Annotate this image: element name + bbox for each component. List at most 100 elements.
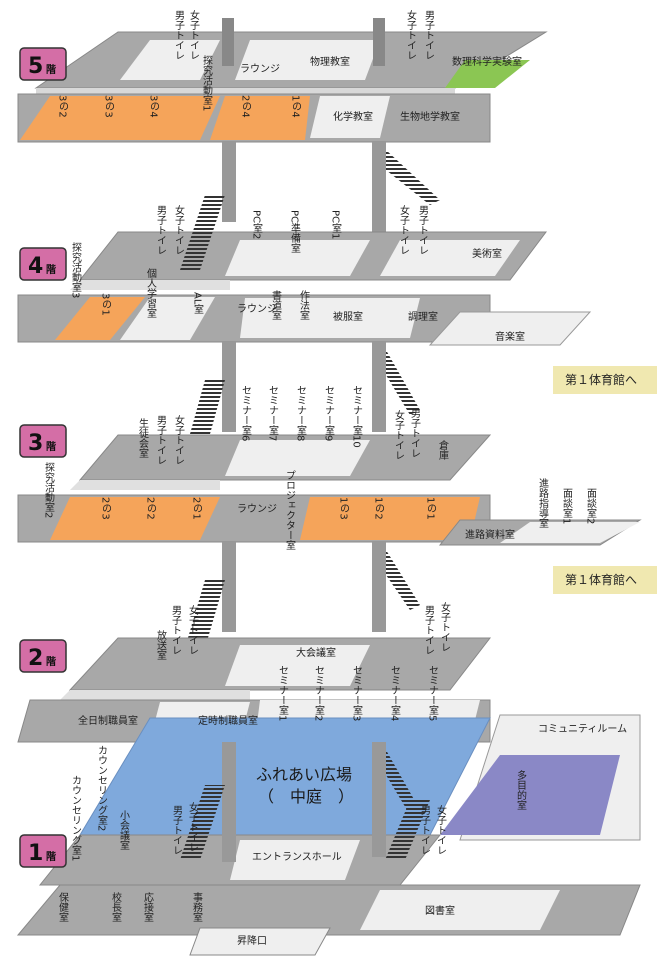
f4-classroom-3-1-label: 3の1 <box>100 293 112 316</box>
f2-seminar-room-5: セミナー室5 <box>427 665 439 722</box>
floor-badge-1-number: 1 <box>28 841 43 866</box>
floor-badge-2[interactable]: 2 階 <box>19 639 67 673</box>
f1-principal-room: 校長室 <box>110 891 122 922</box>
floor-badge-5-number: 5 <box>28 54 43 79</box>
f4-pc-room-2: PC室2 <box>251 210 263 239</box>
f5-boys-toilet: 男子トイレ <box>173 10 185 60</box>
f1-girls-toilet: 女子トイレ <box>187 801 199 852</box>
f4-girls-toilet: 女子トイレ <box>173 204 185 255</box>
multipurpose-room <box>440 755 620 835</box>
f5-lounge: ラウンジ <box>240 63 280 75</box>
elevator-shaft-right-5 <box>373 18 385 66</box>
f3-tankyu-room-2: 探究活動室2 <box>43 461 55 519</box>
science-lab <box>445 60 530 88</box>
f2-seminar-room-4: セミナー室4 <box>389 665 401 722</box>
f4-al-room: AL室 <box>192 292 204 314</box>
f3-career-resource-room: 進路資料室 <box>465 528 515 541</box>
elevator-shaft-left-5 <box>222 18 234 66</box>
floor-3-classrooms-a <box>50 497 220 540</box>
f3-girls-toilet: 女子トイレ <box>173 414 185 465</box>
f3-girls-toilet-r: 女子トイレ <box>393 409 405 460</box>
f2-seminar-room-2: セミナー室2 <box>313 665 325 722</box>
f3-storage: 倉庫 <box>437 439 449 461</box>
f5-science-lab-label: 数理科学実験室 <box>452 55 522 68</box>
courtyard-subtitle: （ 中庭 ） <box>258 787 354 806</box>
floor-badge-4-suffix: 階 <box>46 263 56 276</box>
classroom-3-2: 3の2 <box>57 95 69 118</box>
classroom-3-4: 3の4 <box>148 95 160 118</box>
f3-interview-room-2: 面談室2 <box>585 488 597 524</box>
f2-broadcast-room: 放送室 <box>155 629 167 660</box>
f1-girls-toilet-r: 女子トイレ <box>435 804 447 855</box>
floor-badge-3[interactable]: 3 階 <box>19 424 67 458</box>
gym-link-3-box <box>553 566 657 594</box>
floor-badge-3-suffix: 階 <box>46 440 56 453</box>
gym-link-4[interactable]: 第１体育館へ <box>565 372 637 387</box>
f1-library: 図書室 <box>425 904 455 917</box>
f4-art-room: 美術室 <box>472 247 502 260</box>
f1-reception-room: 応接室 <box>142 891 154 922</box>
f1-boys-toilet-r: 男子トイレ <box>419 805 431 855</box>
gym-link-3[interactable]: 第１体育館へ <box>565 572 637 587</box>
f4-pc-room-1: PC室1 <box>330 210 342 239</box>
f5-girls-toilet-r: 女子トイレ <box>405 9 417 60</box>
music-room-slab <box>428 311 592 346</box>
f4-boys-toilet-r: 男子トイレ <box>417 205 429 255</box>
f4-girls-toilet-r: 女子トイレ <box>398 204 410 255</box>
floor-badge-5-suffix: 階 <box>46 63 56 76</box>
f4-calligraphy-room: 書道室 <box>270 289 282 320</box>
floor-5-classrooms-b <box>210 96 310 140</box>
f3-seminar-room-8: セミナー室8 <box>295 385 307 442</box>
f4-sewing-room: 被服室 <box>333 310 363 323</box>
floor-3-classrooms-b <box>300 497 480 540</box>
f4-lounge: ラウンジ <box>237 303 277 315</box>
floor-badge-4-number: 4 <box>28 254 43 279</box>
floor-badge-1[interactable]: 1 階 <box>19 834 67 868</box>
f5-boys-toilet-r: 男子トイレ <box>423 10 435 60</box>
f2-seminar-room-1: セミナー室1 <box>277 665 289 722</box>
f3-boys-toilet: 男子トイレ <box>155 415 167 465</box>
f3-boys-toilet-r: 男子トイレ <box>409 408 421 458</box>
f1-entrance-hall: エントランスホール <box>252 851 342 863</box>
classroom-2-1: 2の1 <box>191 497 203 520</box>
floor-1 <box>16 714 641 956</box>
f4-boys-toilet: 男子トイレ <box>155 205 167 255</box>
f3-student-council-room: 生徒会室 <box>137 417 149 458</box>
f2-boys-toilet: 男子トイレ <box>170 605 182 655</box>
floor-5 <box>17 18 548 143</box>
f3-career-guidance-room: 進路指導室 <box>537 478 549 528</box>
f3-seminar-room-7: セミナー室7 <box>267 385 279 442</box>
floor-badge-1-suffix: 階 <box>46 850 56 863</box>
floor-badge-3-number: 3 <box>28 431 43 456</box>
classroom-2-2: 2の2 <box>145 497 157 520</box>
f5-girls-toilet: 女子トイレ <box>188 9 200 60</box>
classroom-1-3: 1の3 <box>338 497 350 520</box>
f2-boys-toilet-r: 男子トイレ <box>423 605 435 655</box>
f5-biology-room: 生物地学教室 <box>400 110 460 123</box>
classroom-2-3: 2の3 <box>100 497 112 520</box>
f1-counseling-room-1: カウンセリング室1 <box>70 775 82 862</box>
floor-badge-4[interactable]: 4 階 <box>19 247 67 281</box>
classroom-3-1 <box>55 297 145 340</box>
classroom-1-4: 1の4 <box>290 95 302 118</box>
f5-physics-room: 物理教室 <box>310 55 350 68</box>
f1-shoe-entrance[interactable]: 昇降口 <box>237 934 267 947</box>
f1-boys-toilet: 男子トイレ <box>171 805 183 855</box>
classroom-3-3: 3の3 <box>103 95 115 118</box>
f2-parttime-staff-room: 定時制職員室 <box>198 714 258 727</box>
f3-projector-room: プロジェクター室 <box>284 470 296 550</box>
f2-large-meeting-room: 大会議室 <box>296 646 336 659</box>
f2-girls-toilet-r: 女子トイレ <box>439 601 451 652</box>
entrance-gate <box>189 927 331 956</box>
f3-seminar-room-10: セミナー室10 <box>351 385 363 448</box>
f5-chemistry-room: 化学教室 <box>333 110 373 123</box>
f1-nurse-room: 保健室 <box>57 891 69 922</box>
f2-fulltime-staff-room: 全日制職員室 <box>78 714 138 727</box>
floor-badge-2-suffix: 階 <box>46 655 56 668</box>
f3-seminar-room-9: セミナー室9 <box>323 385 335 442</box>
floor-5-corridor <box>120 40 220 80</box>
floor-5-classrooms-a <box>20 96 220 140</box>
floor-badge-5[interactable]: 5 階 <box>19 47 67 81</box>
